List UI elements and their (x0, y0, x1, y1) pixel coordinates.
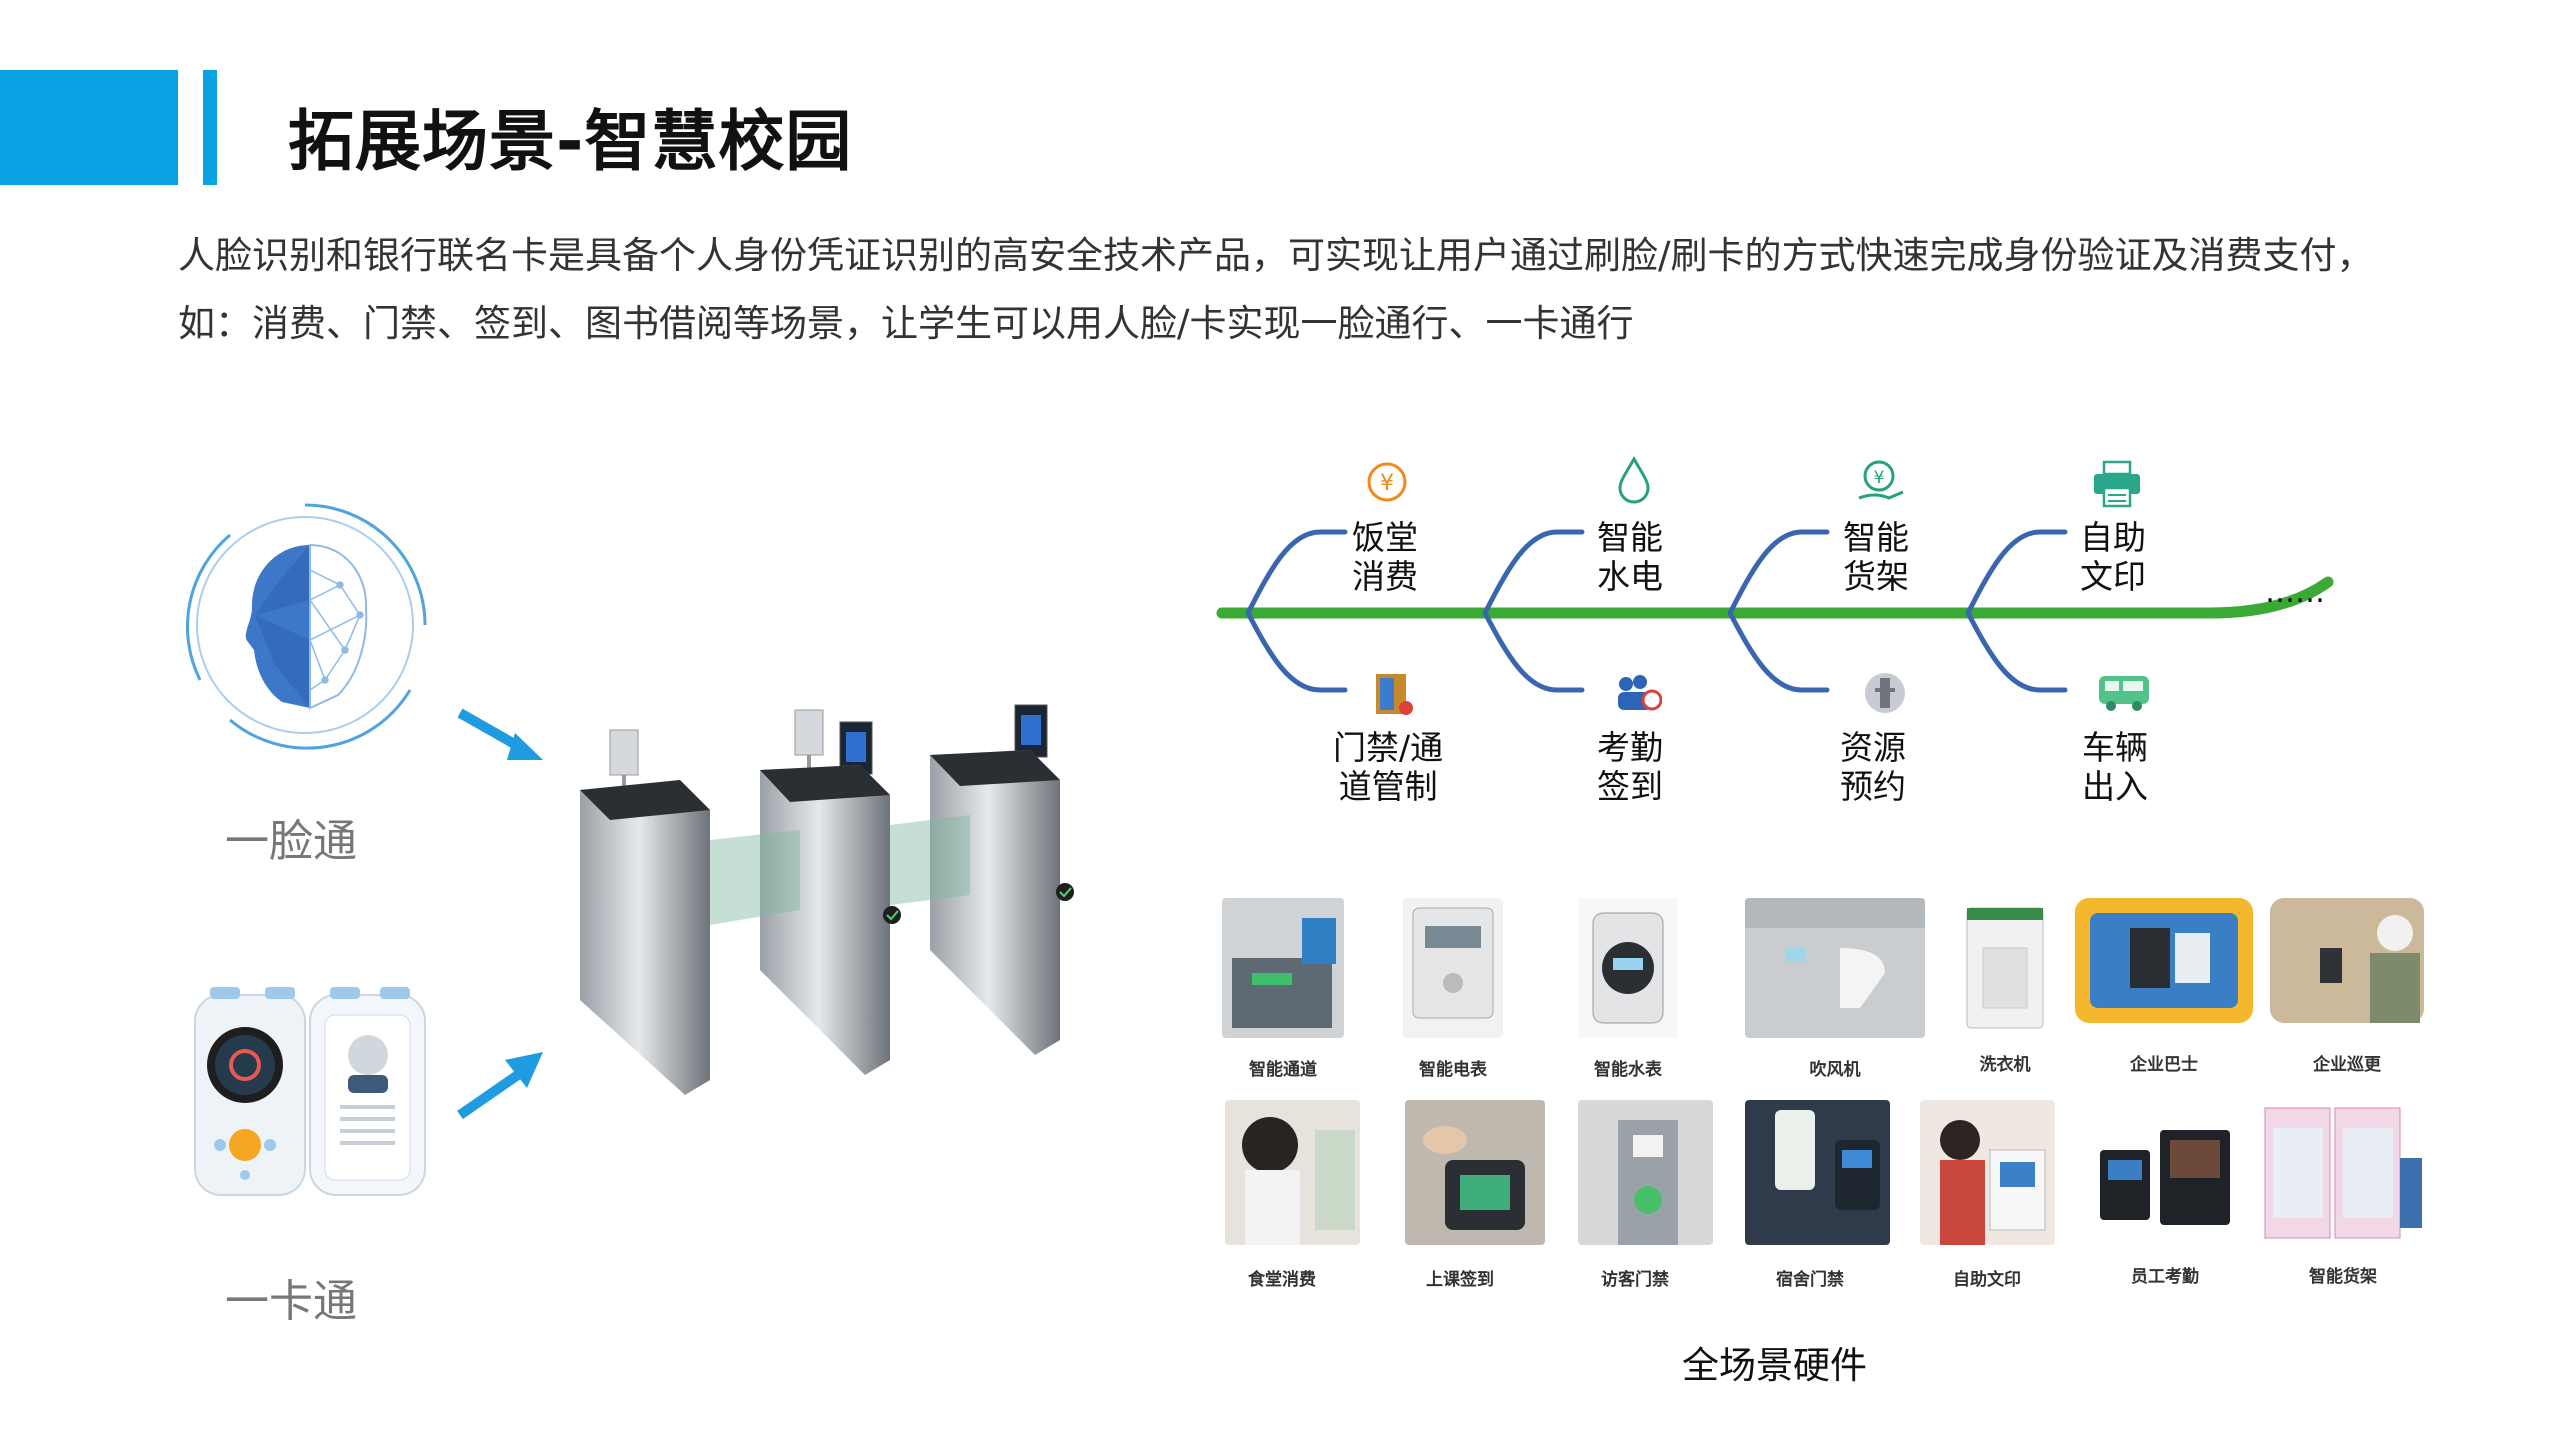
bus-icon (2095, 672, 2153, 714)
arrow-face-to-gate-icon (455, 705, 545, 765)
campus-card-graphic (190, 985, 430, 1205)
scenario-vehicle-label: 车辆 出入 (2082, 728, 2148, 806)
scenario-access-control-label: 门禁/通 道管制 (1333, 728, 1444, 806)
product-label-smart-channel: 智能通道 (1249, 1060, 1317, 1080)
product-label-washing-machine: 洗衣机 (1979, 1055, 2031, 1075)
product-image-smart-meter (1403, 898, 1503, 1038)
product-image-smart-shelf (2255, 1098, 2425, 1243)
product-label-class-checkin: 上课签到 (1426, 1270, 1494, 1290)
scenario-attendance-label: 考勤 签到 (1597, 728, 1663, 806)
title-accent-line (203, 70, 217, 185)
face-pass-caption: 一脸通 (225, 816, 357, 867)
scenario-printing-label: 自助 文印 (2080, 518, 2146, 596)
product-image-company-bus (2075, 898, 2253, 1023)
product-image-canteen-payment (1225, 1100, 1360, 1245)
printer-icon (2090, 460, 2144, 510)
arrow-card-to-gate-icon (455, 1050, 545, 1120)
product-label-smart-shelf: 智能货架 (2309, 1267, 2377, 1287)
product-image-hair-dryer (1745, 898, 1925, 1038)
product-label-water-meter: 智能水表 (1594, 1060, 1662, 1080)
product-label-canteen-payment: 食堂消费 (1248, 1270, 1316, 1290)
face-recognition-graphic (170, 490, 440, 760)
product-image-smart-channel (1222, 898, 1344, 1038)
product-label-visitor-gate: 访客门禁 (1601, 1270, 1669, 1290)
door-icon (1370, 670, 1416, 718)
product-image-water-meter (1578, 898, 1678, 1038)
product-image-washing-machine (1955, 898, 2055, 1038)
card-pass-caption: 一卡通 (225, 1276, 357, 1327)
scenario-shelf-label: 智能 货架 (1843, 518, 1909, 596)
product-image-visitor-gate (1578, 1100, 1713, 1245)
product-image-company-patrol (2270, 898, 2424, 1023)
all-scenario-hardware-caption: 全场景硬件 (1682, 1344, 1867, 1387)
scenario-utilities-label: 智能 水电 (1597, 518, 1663, 596)
product-image-staff-attendance (2090, 1110, 2240, 1240)
yen-coin-icon: ¥ (1365, 460, 1409, 504)
title-accent-block (0, 70, 178, 185)
description-line-1: 人脸识别和银行联名卡是具备个人身份凭证识别的高安全技术产品，可实现让用户通过刷脸… (178, 234, 2374, 277)
water-drop-icon (1612, 455, 1656, 505)
scenario-canteen-label: 饭堂 消费 (1352, 518, 1418, 596)
svg-text:¥: ¥ (1874, 468, 1885, 488)
svg-text:¥: ¥ (1380, 471, 1394, 496)
product-image-dorm-access (1745, 1100, 1890, 1245)
product-label-smart-meter: 智能电表 (1419, 1060, 1487, 1080)
attendance-icon (1612, 670, 1663, 716)
page-title: 拓展场景-智慧校园 (288, 103, 853, 180)
product-image-class-checkin (1405, 1100, 1545, 1245)
scenario-timeline (1210, 450, 2510, 820)
lock-icon (1862, 670, 1908, 716)
product-label-company-bus: 企业巴士 (2130, 1055, 2198, 1075)
hand-yen-icon: ¥ (1855, 458, 1907, 508)
description-line-2: 如：消费、门禁、签到、图书借阅等场景，让学生可以用人脸/卡实现一脸通行、一卡通行 (178, 302, 1634, 345)
product-label-dorm-access: 宿舍门禁 (1776, 1270, 1844, 1290)
product-label-self-printing: 自助文印 (1953, 1270, 2021, 1290)
product-label-staff-attendance: 员工考勤 (2131, 1267, 2199, 1287)
product-image-self-printing (1920, 1100, 2055, 1245)
more-scenarios-ellipsis: …… (2265, 575, 2325, 610)
product-label-hair-dryer: 吹风机 (1809, 1060, 1861, 1080)
speed-gate-turnstile-illustration (560, 700, 1100, 1100)
product-label-company-patrol: 企业巡更 (2313, 1055, 2381, 1075)
scenario-reservation-label: 资源 预约 (1840, 728, 1906, 806)
